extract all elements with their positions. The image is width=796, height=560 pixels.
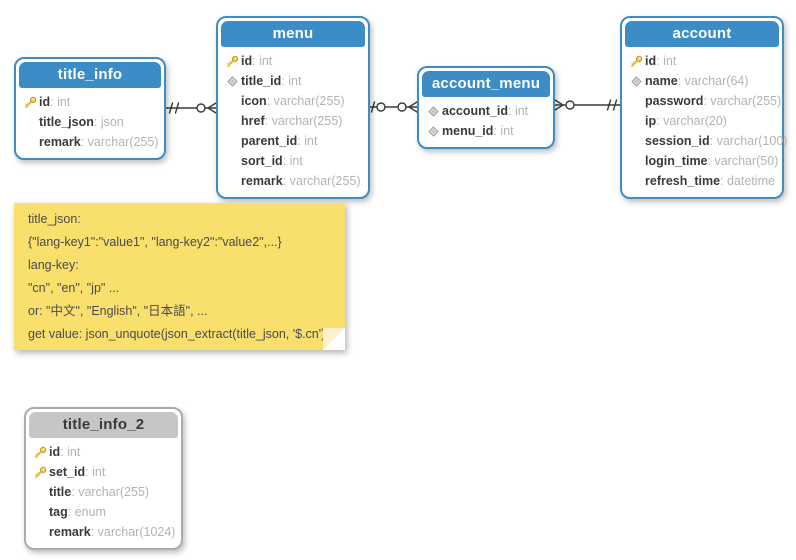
table-field-row[interactable]: parent_id int [223,131,363,151]
table-field-row[interactable]: remark varchar(1024) [31,522,176,542]
table-field-row[interactable]: title_json json [21,112,159,132]
diamond-icon [424,125,442,137]
table-field-row[interactable]: id int [21,92,159,112]
table-field-row[interactable]: ip varchar(20) [627,111,777,131]
connector-account_menu-account[interactable] [554,99,621,111]
table-field-row[interactable]: sort_id int [223,151,363,171]
table-title_info[interactable]: title_info id int title_json json remark… [14,57,166,160]
note-line: "cn", "en", "jp" ... [28,281,120,295]
table-field-row[interactable]: title varchar(255) [31,482,176,502]
key-icon [21,96,39,109]
table-field-row[interactable]: session_id varchar(100) [627,131,787,151]
table-field-row[interactable]: href varchar(255) [223,111,363,131]
diamond-icon [424,105,442,117]
table-field-row[interactable]: name varchar(64) [627,71,777,91]
table-title[interactable]: title_info_2 [29,412,178,438]
table-field-list: id int title_id int icon varchar(255) hr… [221,47,365,194]
table-title[interactable]: account [625,21,779,47]
table-field-row[interactable]: refresh_time datetime [627,171,777,191]
note-line: {"lang-key1":"value1", "lang-key2":"valu… [28,235,282,249]
note-line: title_json: [28,212,81,226]
note-line: get value: json_unquote(json_extract(tit… [28,327,326,341]
table-field-row[interactable]: menu_id int [424,121,548,141]
table-field-row[interactable]: account_id int [424,101,548,121]
table-field-row[interactable]: tag enum [31,502,176,522]
key-icon [223,55,241,68]
table-title[interactable]: title_info [19,62,161,88]
table-account_menu[interactable]: account_menu account_id int menu_id int [417,66,555,149]
table-field-row[interactable]: login_time varchar(50) [627,151,778,171]
table-field-list: id int title_json json remark varchar(25… [19,88,161,155]
diamond-icon [627,75,645,87]
connector-menu-account_menu[interactable] [367,101,418,113]
key-icon [627,55,645,68]
note-folded-corner-icon [323,328,345,350]
table-field-row[interactable]: id int [223,51,363,71]
note-line: or: "中文", "English", "日本語", ... [28,304,208,318]
table-title_info_2[interactable]: title_info_2 id int set_id int title var… [24,407,183,550]
table-account[interactable]: account id int name varchar(64) password… [620,16,787,199]
table-menu[interactable]: menu id int title_id int icon varchar(25… [216,16,370,199]
key-icon [31,466,49,479]
table-field-row[interactable]: id int [627,51,777,71]
table-field-row[interactable]: icon varchar(255) [223,91,363,111]
diamond-icon [223,75,241,87]
table-title[interactable]: menu [221,21,365,47]
table-field-list: id int name varchar(64) password varchar… [625,47,787,194]
key-icon [31,446,49,459]
table-field-row[interactable]: id int [31,442,176,462]
table-field-list: account_id int menu_id int [422,97,550,144]
note-line: lang-key: [28,258,79,272]
table-field-row[interactable]: password varchar(255) [627,91,781,111]
table-field-row[interactable]: title_id int [223,71,363,91]
table-field-row[interactable]: remark varchar(255) [223,171,363,191]
table-field-row[interactable]: set_id int [31,462,176,482]
connector-title_info-menu[interactable] [165,102,217,114]
sticky-note[interactable]: title_json: {"lang-key1":"value1", "lang-… [14,203,345,350]
table-title[interactable]: account_menu [422,71,550,97]
table-field-list: id int set_id int title varchar(255) tag… [29,438,178,545]
table-field-row[interactable]: remark varchar(255) [21,132,159,152]
